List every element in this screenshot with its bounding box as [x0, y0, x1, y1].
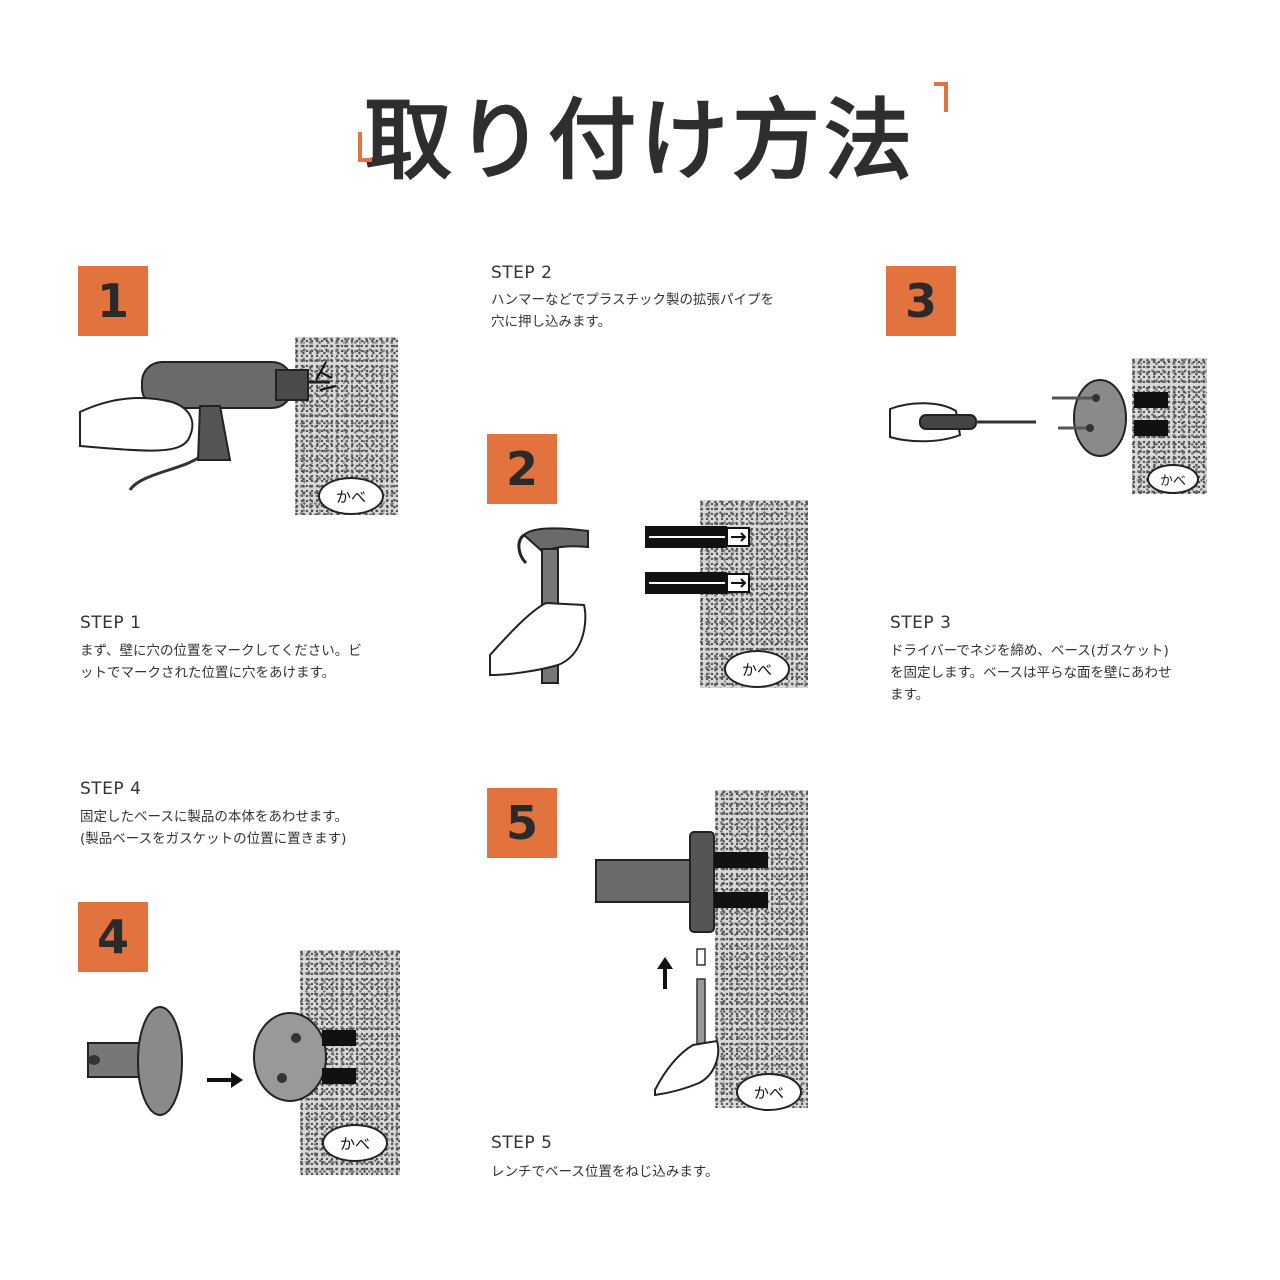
page-title: 取り付け方法	[363, 89, 916, 192]
arrow-up-icon	[657, 957, 673, 989]
step-3-desc-line-2: を固定します。ベースは平らな面を壁にあわせ	[890, 665, 1172, 681]
step-4-desc-line-2: (製品ベースをガスケットの位置に置きます)	[80, 831, 347, 847]
gasket-screws-illustration	[1052, 379, 1168, 457]
mounted-gasket-illustration	[253, 1012, 356, 1102]
product-body-illustration	[87, 1006, 183, 1116]
step-2-badge: 2	[487, 434, 557, 504]
step-3-wall-label: かべ	[1147, 464, 1199, 494]
step-2-wall-label: かべ	[724, 650, 790, 688]
step-2-desc-line-1: ハンマーなどでプラスチック製の拡張パイプを	[491, 292, 774, 308]
step-4-title: STEP 4	[80, 779, 142, 799]
expansion-pipes-illustration	[645, 526, 750, 594]
step-5-wall	[715, 790, 808, 1108]
step-1-wall	[295, 337, 398, 515]
step-1-desc-line-2: ットでマークされた位置に穴をあけます。	[80, 665, 336, 681]
title-bracket-left	[358, 132, 372, 162]
step-3-desc-line-3: ます。	[890, 687, 930, 703]
step-4-desc-line-1: 固定したベースに製品の本体をあわせます。	[80, 809, 348, 825]
screwdriver-illustration	[889, 402, 1036, 443]
step-2-title: STEP 2	[491, 263, 553, 283]
installed-product-illustration	[595, 831, 768, 933]
step-1-wall-label: かべ	[318, 477, 384, 515]
step-3-badge: 3	[886, 266, 956, 336]
step-4-badge: 4	[78, 902, 148, 972]
title-bracket-right	[934, 82, 948, 112]
step-3-desc-line-1: ドライバーでネジを締め、ベース(ガスケット)	[890, 643, 1169, 659]
step-2-desc-line-2: 穴に押し込みます。	[491, 314, 612, 330]
drill-illustration	[79, 361, 337, 491]
step-3-title: STEP 3	[890, 613, 952, 633]
step-1-title: STEP 1	[80, 613, 142, 633]
wrench-illustration	[654, 948, 720, 1097]
step-4-wall-label: かべ	[322, 1124, 388, 1162]
step-5-desc-line-1: レンチでベース位置をねじ込みます。	[491, 1164, 719, 1180]
step-1-badge: 1	[78, 266, 148, 336]
step-1-desc-line-1: まず、壁に穴の位置をマークしてください。ビ	[80, 643, 362, 659]
arrow-right-icon	[207, 1072, 243, 1088]
step-5-badge: 5	[487, 788, 557, 858]
hammer-illustration	[489, 527, 589, 684]
step-5-wall-label: かべ	[736, 1073, 802, 1111]
step-5-title: STEP 5	[491, 1133, 553, 1153]
